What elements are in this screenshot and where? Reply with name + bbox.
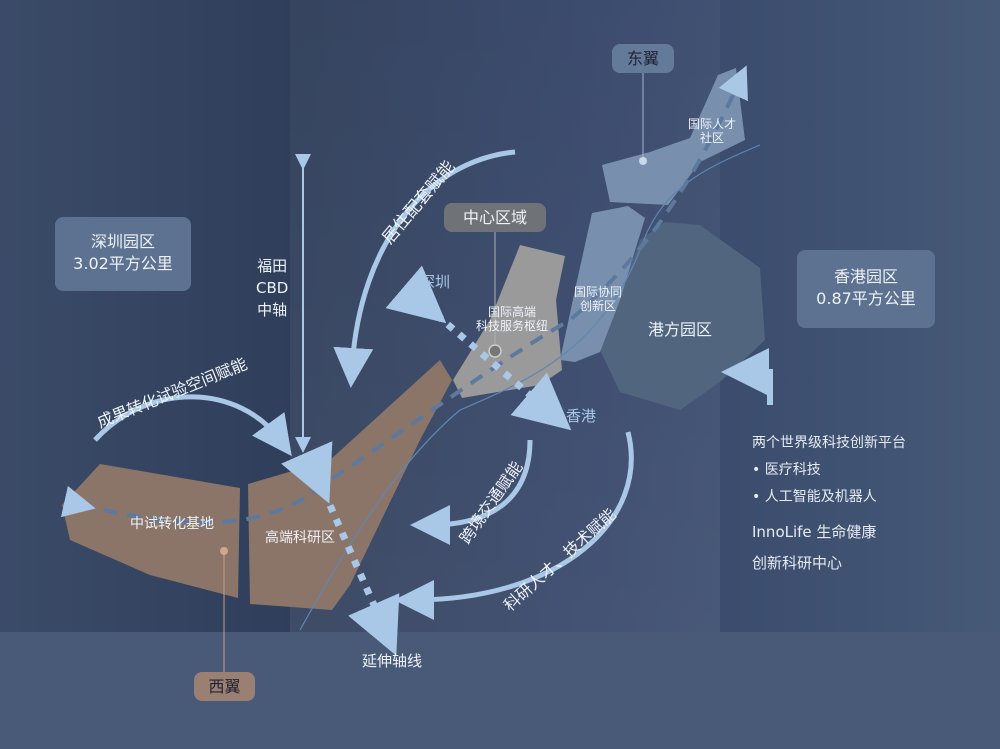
talent-arrow-label: 科研人才、技术赋能 [500, 504, 620, 614]
extension-dotted-arrow [281, 441, 400, 656]
hongkong-park-area: 0.87平方公里 [816, 289, 916, 308]
living-arrow-label: 居住配套赋能 [379, 157, 460, 248]
hk-turn-arrow [721, 348, 773, 405]
living-arrow [333, 149, 516, 388]
traffic-arrow-label: 跨境交通赋能 [456, 458, 527, 548]
center-zone-label: 中心区域 [444, 203, 546, 232]
shenzhen-park-name: 深圳园区 [90, 232, 155, 251]
west-wing-label: 西翼 [194, 672, 255, 701]
research-zone-label: 高端科研区 [265, 530, 335, 546]
info-bullet: • 医疗科技 [752, 462, 821, 478]
shenzhen-park-area: 3.02平方公里 [73, 254, 173, 273]
extension-axis-label: 延伸轴线 [362, 652, 423, 670]
info-bullet: • 人工智能及机器人 [752, 489, 877, 505]
innolife-line1: InnoLife 生命健康 [752, 523, 877, 541]
shenzhen-direction-label: 深圳 [420, 273, 451, 291]
hongkong-park-box: 香港园区 0.87平方公里 [797, 250, 935, 328]
gangfang-label: 港方园区 [648, 320, 713, 339]
info-heading: 两个世界级科技创新平台 [752, 435, 906, 451]
sz-hk-dotted-arrow [385, 265, 572, 431]
shenzhen-park-box: 深圳园区 3.02平方公里 [55, 217, 191, 291]
hub-label: 国际高端科技服务枢纽 [476, 305, 549, 333]
platform-info: 两个世界级科技创新平台 • 医疗科技 • 人工智能及机器人 InnoLife 生… [752, 430, 906, 577]
research-zone-shape [248, 360, 452, 610]
hongkong-park-name: 香港园区 [833, 267, 898, 286]
trial-arrow-label: 成果转化试验空间赋能 [94, 354, 249, 432]
talent-arrow [394, 431, 634, 620]
intl-collab-label: 国际协同创新区 [574, 285, 623, 313]
intl-talent-label: 国际人才社区 [688, 117, 737, 145]
bottom-strip [0, 632, 1000, 749]
trial-arrow [93, 394, 292, 457]
east-wing-label: 东翼 [612, 44, 674, 73]
hongkong-direction-label: 香港 [566, 407, 597, 425]
traffic-arrow [410, 439, 533, 545]
pilot-base-label: 中试转化基地 [130, 516, 214, 532]
innolife-line2: 创新科研中心 [752, 554, 843, 572]
